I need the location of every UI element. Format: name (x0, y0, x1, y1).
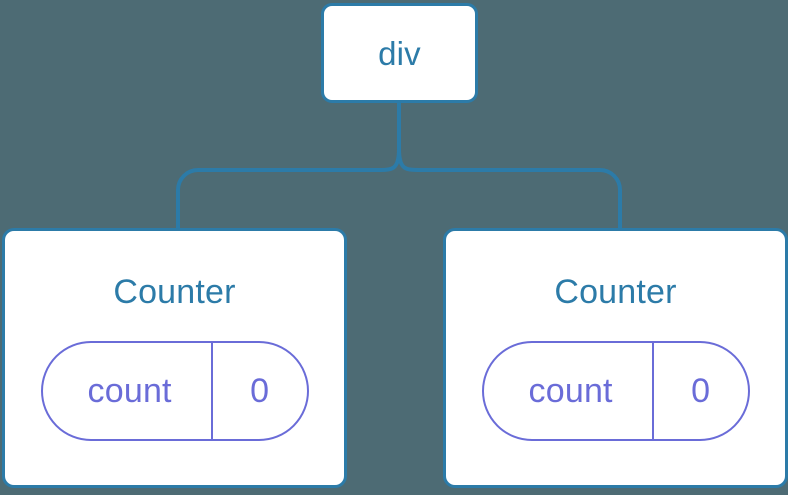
node-div[interactable]: div (321, 3, 478, 103)
node-counter-right[interactable]: Counter count 0 (443, 228, 788, 488)
node-counter-right-label: Counter (554, 273, 677, 311)
state-pill-counter-left[interactable]: count 0 (40, 341, 309, 441)
edge-to-counter-left (176, 148, 401, 230)
node-counter-left-label: Counter (113, 273, 236, 311)
edge-to-counter-right (397, 148, 622, 230)
state-value-counter-left: 0 (250, 372, 270, 410)
state-key-counter-left: count (43, 343, 213, 439)
state-pill-counter-right[interactable]: count 0 (481, 341, 750, 441)
node-counter-left[interactable]: Counter count 0 (2, 228, 347, 488)
node-div-label: div (378, 34, 421, 72)
state-value-counter-right: 0 (691, 372, 711, 410)
state-key-counter-right: count (484, 343, 654, 439)
